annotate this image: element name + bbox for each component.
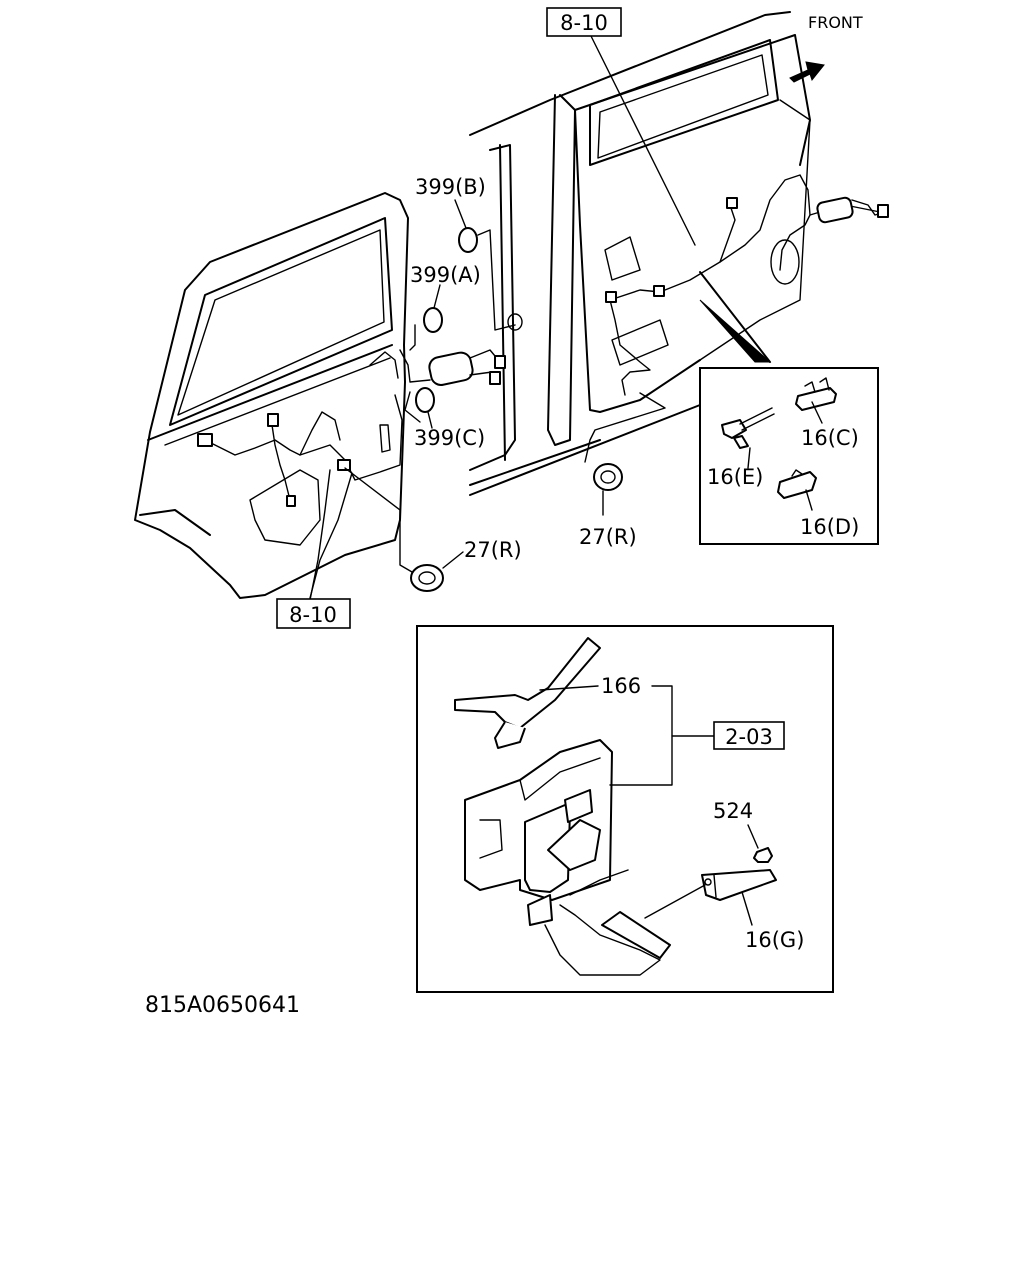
clip-detail-inset	[699, 271, 879, 545]
nut-524-shape	[753, 847, 773, 863]
label-16c: 16(C)	[801, 426, 859, 450]
bracket-detail-inset	[416, 625, 834, 993]
label-27r-right: 27(R)	[579, 525, 637, 549]
label-399a: 399(A)	[410, 263, 481, 287]
callout-ref-8-10-top-text: 8-10	[560, 11, 608, 35]
front-arrow-icon	[789, 61, 825, 83]
front-door-wire-harness	[605, 174, 889, 396]
grommet-27r-left	[344, 467, 444, 592]
clip-16g-shape	[701, 869, 777, 901]
grommet-group-399	[399, 227, 523, 423]
label-27r-left: 27(R)	[464, 538, 522, 562]
leader-lines	[309, 33, 823, 926]
rear-door-wire-harness	[197, 351, 403, 601]
bracket-166-shape	[454, 637, 601, 729]
callout-ref-8-10-top[interactable]: 8-10	[546, 7, 622, 37]
callout-ref-8-10-bottom-text: 8-10	[289, 603, 337, 627]
label-399b: 399(B)	[415, 175, 486, 199]
grommet-27r-right	[584, 392, 666, 491]
label-16d: 16(D)	[800, 515, 859, 539]
callout-ref-8-10-bottom[interactable]: 8-10	[276, 598, 351, 629]
figure-code: 815A0650641	[145, 993, 300, 1018]
callout-ref-2-03-text: 2-03	[725, 725, 773, 749]
grommet-399b-shape	[458, 227, 478, 253]
label-166: 166	[601, 674, 641, 698]
label-524: 524	[713, 799, 753, 823]
grommet-399c-shape	[415, 387, 435, 413]
label-399c: 399(C)	[414, 426, 485, 450]
label-16e: 16(E)	[707, 465, 763, 489]
label-16g: 16(G)	[745, 928, 804, 952]
rear-door-outline	[134, 192, 409, 599]
front-label: FRONT	[808, 13, 863, 32]
front-direction-indicator: FRONT	[789, 13, 863, 83]
grommet-399a-shape	[423, 307, 443, 333]
clip-16c-shape	[795, 387, 837, 411]
callout-ref-2-03[interactable]: 2-03	[713, 721, 785, 750]
